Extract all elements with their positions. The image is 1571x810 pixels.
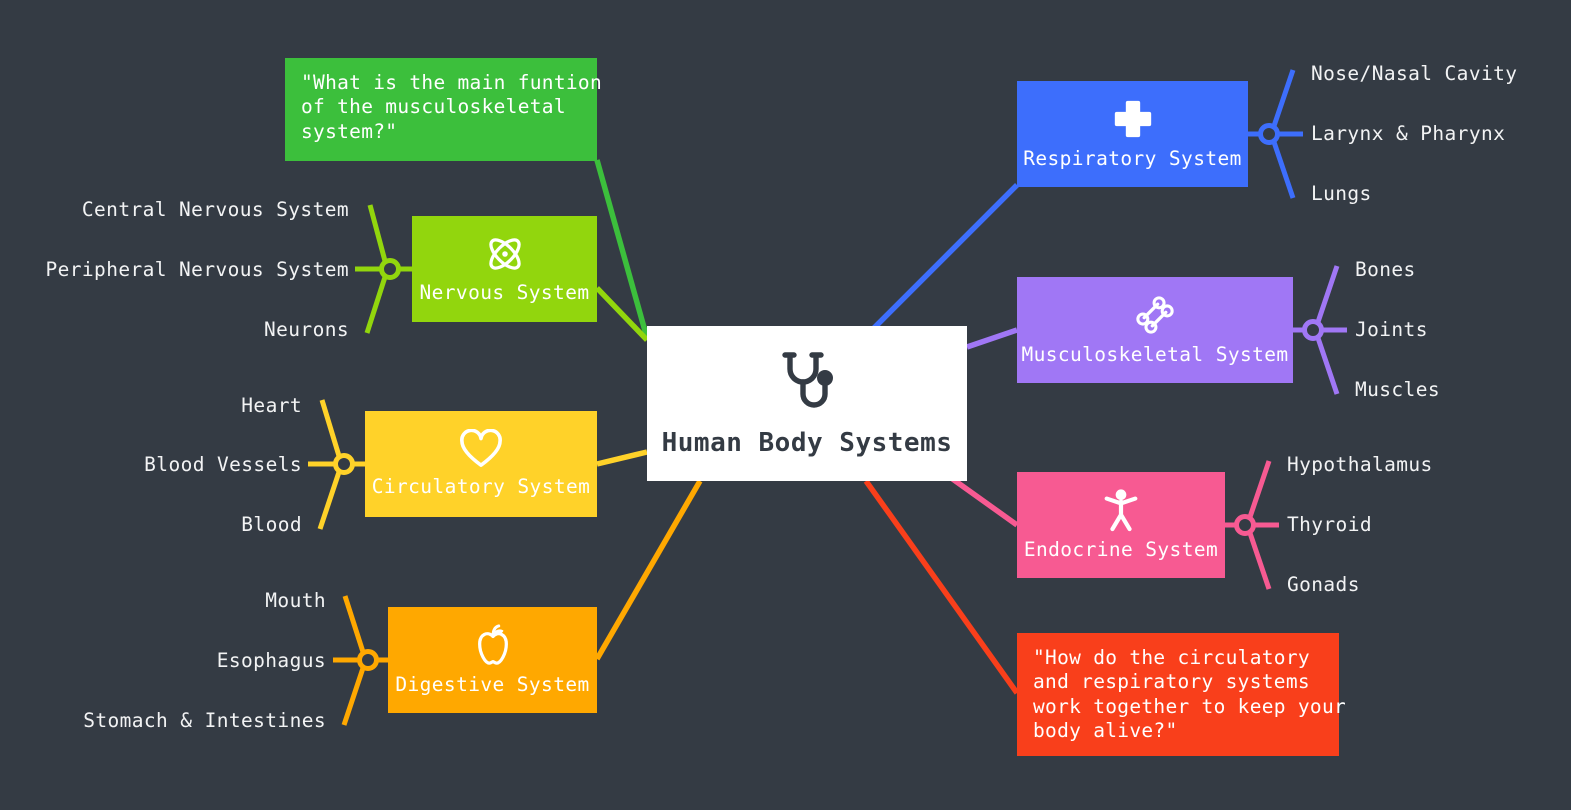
trunk-note-green bbox=[594, 159, 650, 339]
trunk-nervous bbox=[595, 286, 649, 342]
person-icon bbox=[1101, 488, 1141, 532]
leaf-label-hypothalamus[interactable]: Hypothalamus bbox=[1287, 453, 1433, 476]
trunk-musculoskeletal bbox=[966, 327, 1018, 350]
respiratory-leaf-line-2 bbox=[1271, 141, 1296, 199]
endocrine-leaf-line-2 bbox=[1247, 532, 1272, 590]
leaf-label-nose-nasal-cavity[interactable]: Nose/Nasal Cavity bbox=[1311, 62, 1518, 85]
leaf-label-blood[interactable]: Blood bbox=[241, 513, 302, 536]
circulatory-leaf-line-2 bbox=[317, 471, 342, 530]
leaf-label-heart[interactable]: Heart bbox=[241, 394, 302, 417]
digestive-leaf-line-0 bbox=[342, 595, 366, 653]
leaf-label-blood-vessels[interactable]: Blood Vessels bbox=[144, 453, 302, 476]
root-node[interactable]: Human Body Systems bbox=[647, 326, 967, 481]
leaf-label-central-nervous-system[interactable]: Central Nervous System bbox=[81, 198, 349, 221]
apple-icon bbox=[473, 623, 513, 667]
branch-node-respiratory[interactable]: Respiratory System bbox=[1017, 81, 1248, 187]
branch-node-endocrine[interactable]: Endocrine System bbox=[1017, 472, 1225, 578]
nervous-leaf-line-2 bbox=[364, 276, 388, 334]
nervous-hub-node bbox=[379, 258, 401, 280]
heart-icon bbox=[459, 428, 503, 469]
leaf-label-gonads[interactable]: Gonads bbox=[1287, 573, 1360, 596]
respiratory-hub-node bbox=[1258, 123, 1280, 145]
leaf-label-bones[interactable]: Bones bbox=[1355, 258, 1416, 281]
branch-label-respiratory: Respiratory System bbox=[1023, 146, 1242, 170]
leaf-label-peripheral-nervous-system[interactable]: Peripheral Nervous System bbox=[45, 258, 349, 281]
leaf-label-stomach-intestines[interactable]: Stomach & Intestines bbox=[83, 709, 326, 732]
stethoscope-icon bbox=[778, 350, 836, 412]
atom-icon bbox=[484, 233, 526, 275]
medical-cross-icon bbox=[1111, 97, 1155, 141]
branch-node-nervous[interactable]: Nervous System bbox=[412, 216, 597, 322]
trunk-circulatory bbox=[596, 449, 648, 467]
root-label: Human Body Systems bbox=[661, 427, 953, 458]
trunk-respiratory bbox=[870, 183, 1019, 332]
branch-label-nervous: Nervous System bbox=[419, 280, 590, 304]
endocrine-hub-node bbox=[1234, 514, 1256, 536]
branch-node-digestive[interactable]: Digestive System bbox=[388, 607, 597, 713]
leaf-label-muscles[interactable]: Muscles bbox=[1355, 378, 1440, 401]
leaf-label-mouth[interactable]: Mouth bbox=[265, 589, 326, 612]
trunk-digestive bbox=[594, 479, 703, 661]
branch-label-endocrine: Endocrine System bbox=[1023, 537, 1219, 561]
leaf-label-neurons[interactable]: Neurons bbox=[264, 318, 349, 341]
leaf-label-thyroid[interactable]: Thyroid bbox=[1287, 513, 1372, 536]
note-musculoskeletal-question[interactable]: "What is the main funtion of the musculo… bbox=[285, 58, 602, 161]
branch-label-musculoskeletal: Musculoskeletal System bbox=[1021, 342, 1289, 366]
leaf-label-joints[interactable]: Joints bbox=[1355, 318, 1428, 341]
leaf-label-lungs[interactable]: Lungs bbox=[1311, 182, 1372, 205]
digestive-leaf-line-2 bbox=[341, 667, 366, 726]
circulatory-leaf-line-0 bbox=[319, 399, 342, 457]
musculoskeletal-leaf-line-0 bbox=[1315, 265, 1340, 323]
respiratory-leaf-line-0 bbox=[1271, 69, 1296, 127]
bone-icon bbox=[1133, 293, 1177, 337]
leaf-label-larynx-pharynx[interactable]: Larynx & Pharynx bbox=[1311, 122, 1506, 145]
note-circulatory-respiratory-question[interactable]: "How do the circulatory and respiratory … bbox=[1017, 633, 1346, 756]
branch-label-digestive: Digestive System bbox=[395, 672, 590, 696]
endocrine-leaf-line-0 bbox=[1247, 460, 1272, 518]
branch-node-circulatory[interactable]: Circulatory System bbox=[365, 411, 597, 517]
trunk-note-red bbox=[863, 479, 1020, 695]
circulatory-hub-node bbox=[333, 453, 355, 475]
branch-node-musculoskeletal[interactable]: Musculoskeletal System bbox=[1017, 277, 1293, 383]
leaf-label-esophagus[interactable]: Esophagus bbox=[216, 649, 326, 672]
digestive-hub-node bbox=[357, 649, 379, 671]
branch-label-circulatory: Circulatory System bbox=[371, 474, 591, 498]
musculoskeletal-hub-node bbox=[1302, 319, 1324, 341]
nervous-leaf-line-0 bbox=[367, 204, 388, 262]
musculoskeletal-leaf-line-2 bbox=[1315, 337, 1340, 395]
